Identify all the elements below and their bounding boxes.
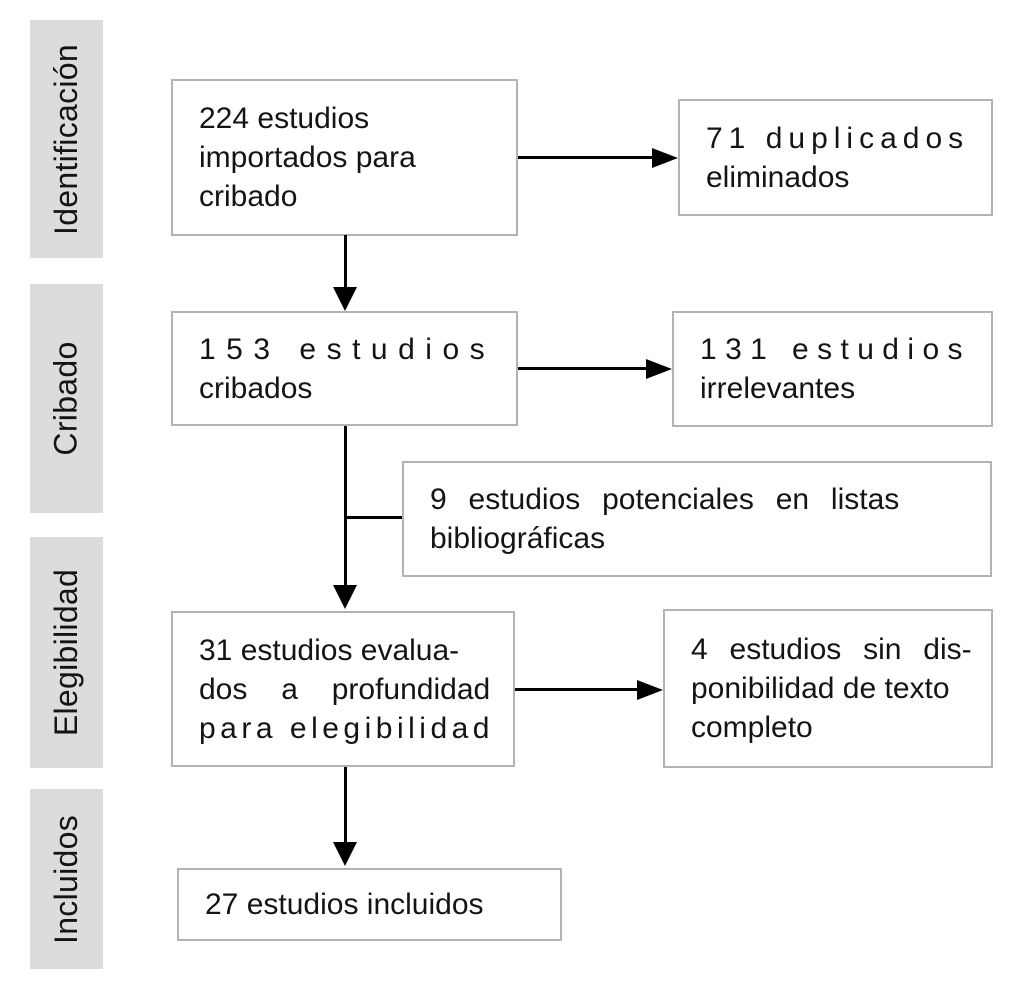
arrow-line [344, 426, 347, 587]
box-imported-line-3: cribado [199, 180, 298, 213]
stage-label-screening-text: Cribado [48, 341, 85, 456]
stage-label-identification: Identificación [30, 20, 103, 258]
box-irrelevant-studies: 131 estudios irrelevantes [672, 311, 993, 427]
box-no-fulltext-line-1: 4 estudios sin dis- [691, 633, 972, 666]
box-imported-line-2: importados para [199, 141, 416, 174]
arrowhead-right-icon [637, 680, 663, 700]
box-no-fulltext-line-2: ponibilidad de texto [691, 672, 950, 705]
arrowhead-right-icon [646, 359, 672, 379]
stage-label-eligibility: Elegibilidad [30, 537, 103, 768]
arrow-line [515, 688, 639, 691]
box-duplicates-removed: 71 duplicados eliminados [678, 99, 993, 216]
arrowhead-down-icon [333, 287, 357, 311]
stage-label-eligibility-text: Elegibilidad [48, 568, 84, 737]
box-assessed-eligibility: 31 estudios evalua- dos a profundidad pa… [171, 611, 515, 767]
box-duplicates-line-2: eliminados [706, 160, 850, 194]
box-assessed-line-2: dos a profundidad [199, 672, 491, 706]
stage-label-included: Incluidos [30, 789, 103, 969]
box-screened-studies: 153 estudios cribados [171, 311, 518, 426]
box-duplicates-line-1: 71 duplicados [706, 121, 970, 155]
box-imported-line-1: 224 estudios [199, 102, 370, 135]
stage-label-screening: Cribado [30, 284, 103, 513]
arrowhead-down-icon [333, 585, 357, 609]
arrowhead-right-icon [652, 148, 678, 168]
arrowhead-down-icon [333, 842, 357, 866]
box-irrelevant-line-1: 131 estudios [700, 333, 971, 366]
box-screened-line-1: 153 estudios [199, 332, 496, 366]
box-screened-line-2: cribados [199, 371, 313, 405]
box-assessed-line-3: para elegibilidad [199, 711, 494, 745]
box-included-studies: 27 estudios incluidos [177, 868, 562, 941]
arrow-line [344, 767, 347, 845]
box-imported-studies: 224 estudios importados para cribado [171, 79, 518, 236]
box-irrelevant-line-2: irrelevantes [700, 372, 856, 405]
arrow-line [518, 367, 648, 370]
box-included-line-1: 27 estudios incluidos [205, 888, 484, 921]
stage-label-included-text: Incluidos [48, 814, 84, 944]
box-bibliographic-lists: 9 estudios potenciales en listas bibliog… [402, 461, 992, 577]
box-no-fulltext-line-3: completo [691, 711, 813, 744]
box-assessed-line-1: 31 estudios evalua- [199, 633, 460, 667]
box-bibliographic-line-2: bibliográficas [430, 522, 606, 555]
box-no-fulltext: 4 estudios sin dis- ponibilidad de texto… [663, 609, 993, 768]
connector-bibliographic-join [345, 516, 402, 519]
arrow-line [518, 156, 654, 159]
box-bibliographic-line-1: 9 estudios potenciales en listas [430, 483, 900, 516]
stage-label-identification-text: Identificación [48, 43, 85, 235]
arrow-line [344, 235, 347, 289]
